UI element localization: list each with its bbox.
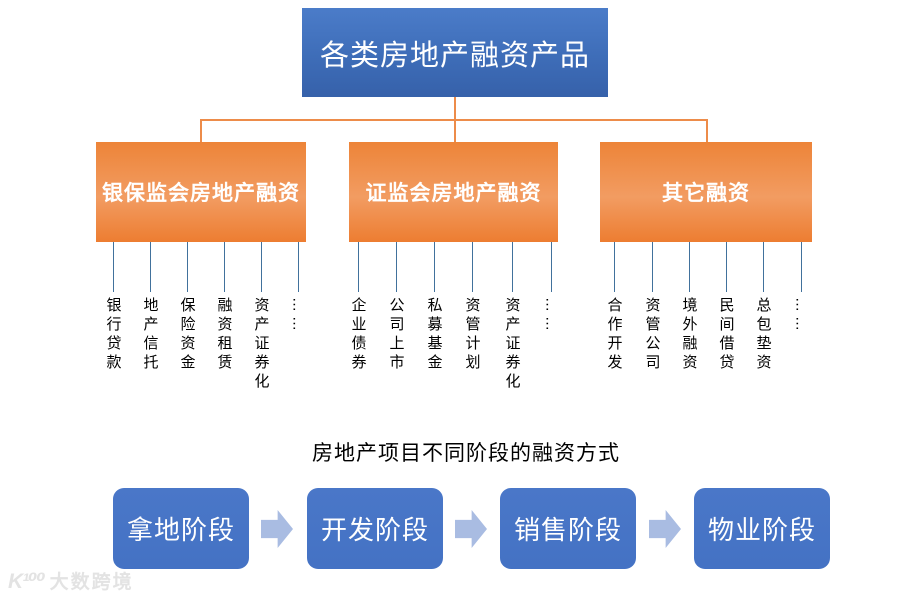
leaf-label: 地产信托: [141, 297, 159, 373]
stage-box-property: 物业阶段: [694, 488, 830, 569]
leaf-label: 民间借贷: [717, 297, 735, 373]
leaf-connector-line: [186, 242, 188, 292]
leaf-column: 总包垫资: [748, 242, 778, 373]
stage-label: 销售阶段: [513, 515, 622, 545]
leaf-connector-line: [112, 242, 114, 292]
right-arrow-icon: [261, 510, 293, 548]
stage-label: 物业阶段: [707, 515, 816, 545]
leaf-column: 境外融资: [674, 242, 704, 373]
leaf-connector-line: [725, 242, 727, 292]
leaf-label: 合作开发: [605, 297, 623, 373]
stages-heading: 房地产项目不同阶段的融资方式: [312, 442, 620, 465]
leaf-column: 民间借贷: [711, 242, 741, 373]
leaf-column-ellipsis: ……: [283, 242, 313, 335]
leaf-column: 企业债券: [343, 242, 373, 373]
leaf-connector-line: [149, 242, 151, 292]
leaf-column: 公司上市: [381, 242, 411, 373]
leaf-connector-line: [297, 242, 299, 292]
leaf-label: 银行贷款: [104, 297, 122, 373]
stage-box-development: 开发阶段: [307, 488, 443, 569]
leaf-column: 保险资金: [172, 242, 202, 373]
stage-label: 拿地阶段: [126, 515, 235, 545]
leaf-connector-line: [433, 242, 435, 292]
leaf-label: 保险资金: [178, 297, 196, 373]
leaf-connector-line: [471, 242, 473, 292]
leaf-column-ellipsis: ……: [536, 242, 566, 335]
leaf-column: 资产证券化: [246, 242, 276, 392]
watermark-text: 大数跨境: [49, 572, 134, 593]
leaf-column: 银行贷款: [98, 242, 128, 373]
leaf-label: 资产证券化: [503, 297, 521, 392]
leaf-label: 企业债券: [349, 297, 367, 373]
leaf-column: 资管公司: [637, 242, 667, 373]
leaf-label: 资管计划: [463, 297, 481, 373]
connector-left-stub: [200, 119, 202, 142]
branch-box-other: 其它融资: [600, 142, 812, 242]
leaf-connector-line: [762, 242, 764, 292]
branch-label: 其它融资: [662, 182, 750, 205]
branch-label: 证监会房地产融资: [365, 182, 542, 205]
stage-box-land: 拿地阶段: [113, 488, 249, 569]
right-arrow-icon: [455, 510, 487, 548]
root-node-label: 各类房地产融资产品: [319, 39, 590, 72]
leaf-connector-line: [223, 242, 225, 292]
leaf-column: 合作开发: [599, 242, 629, 373]
leaf-column: 地产信托: [135, 242, 165, 373]
root-node-box: 各类房地产融资产品: [302, 8, 608, 97]
leaf-column: 资产证券化: [497, 242, 527, 392]
leaf-connector-line: [613, 242, 615, 292]
leaf-column: 私募基金: [419, 242, 449, 373]
leaf-column: 资管计划: [457, 242, 487, 373]
leaf-label: 资管公司: [643, 297, 661, 373]
leaf-connector-line: [651, 242, 653, 292]
leaf-column-ellipsis: ……: [786, 242, 816, 335]
leaf-column: 融资租赁: [209, 242, 239, 373]
leaf-connector-line: [800, 242, 802, 292]
leaf-label: 资产证券化: [252, 297, 270, 392]
stage-label: 开发阶段: [320, 515, 429, 545]
ellipsis-label: ……: [289, 297, 307, 335]
branch-label: 银保监会房地产融资: [102, 182, 300, 205]
branch-box-csrc: 证监会房地产融资: [349, 142, 558, 242]
ellipsis-label: ……: [542, 297, 560, 335]
branch-box-cbirc: 银保监会房地产融资: [96, 142, 306, 242]
leaf-connector-line: [357, 242, 359, 292]
connector-right-stub: [706, 119, 708, 142]
leaf-connector-line: [550, 242, 552, 292]
leaf-connector-line: [395, 242, 397, 292]
leaf-label: 公司上市: [387, 297, 405, 373]
ellipsis-label: ……: [792, 297, 810, 335]
connector-horizontal-bar: [200, 119, 707, 121]
stage-box-sales: 销售阶段: [500, 488, 636, 569]
leaf-label: 融资租赁: [215, 297, 233, 373]
watermark: K¹⁰⁰ 大数跨境: [8, 567, 134, 594]
watermark-logo-icon: K¹⁰⁰: [8, 570, 46, 593]
leaf-connector-line: [260, 242, 262, 292]
leaf-label: 总包垫资: [754, 297, 772, 373]
leaf-connector-line: [688, 242, 690, 292]
leaf-label: 私募基金: [425, 297, 443, 373]
leaf-connector-line: [511, 242, 513, 292]
leaf-label: 境外融资: [680, 297, 698, 373]
right-arrow-icon: [649, 510, 681, 548]
